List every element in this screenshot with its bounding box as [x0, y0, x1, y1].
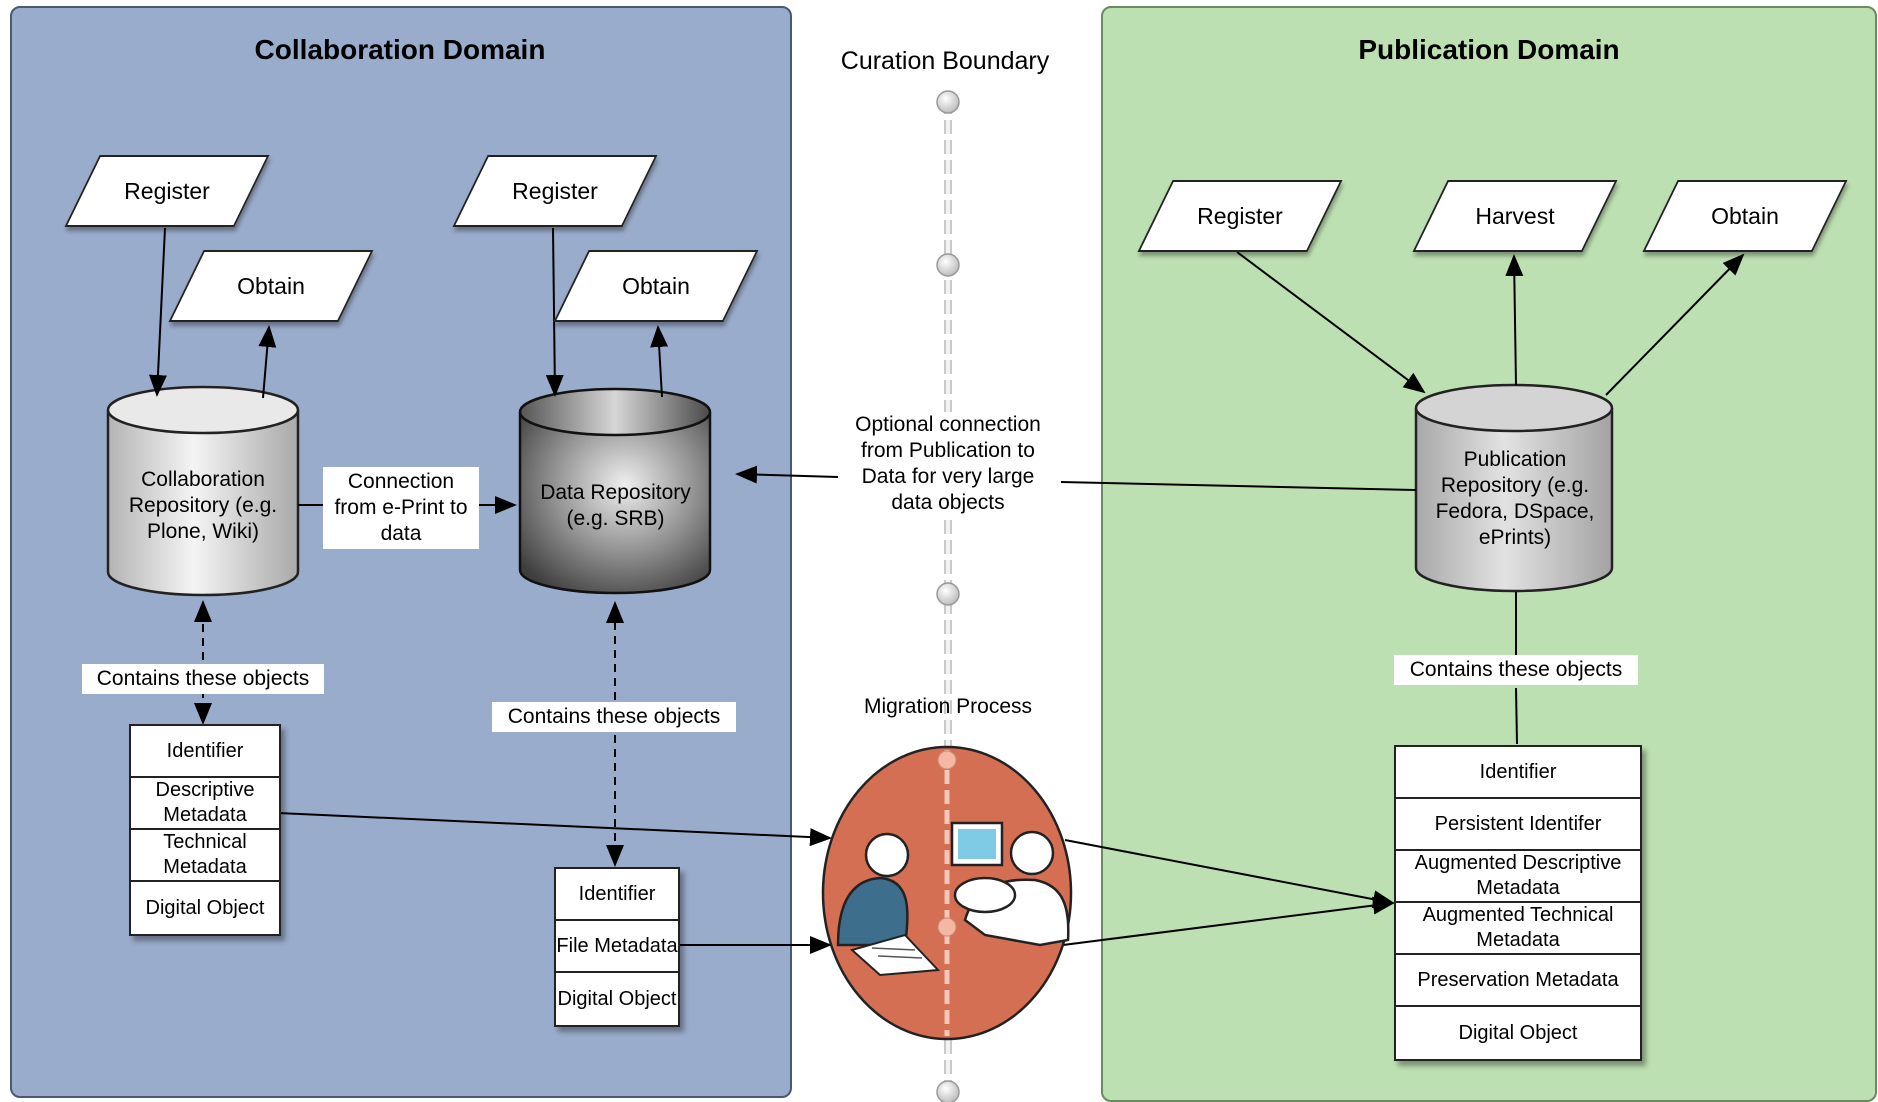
stack-cell-augmented-descriptive-metadata: Augmented Descriptive Metadata	[1396, 851, 1640, 903]
pub-obtain-button[interactable]: Obtain	[1642, 180, 1848, 252]
stack-cell-augmented-technical-metadata: Augmented Technical Metadata	[1396, 903, 1640, 955]
pub-harvest-button[interactable]: Harvest	[1412, 180, 1618, 252]
collaboration-repository-cylinder[interactable]	[106, 385, 300, 597]
descriptive-to-migration-arrow	[277, 812, 832, 847]
collab-obtain-button[interactable]: Obtain	[168, 250, 374, 322]
data-contains-label: Contains these objects	[492, 702, 736, 732]
optional-connection-line	[1060, 481, 1417, 491]
data-repository-label: Data Repository (e.g. SRB)	[540, 481, 691, 530]
collab-register-arrow	[148, 227, 167, 397]
data-object-stack: Identifier File Metadata Digital Object	[554, 867, 680, 1027]
data-repository-cylinder[interactable]	[518, 387, 712, 595]
person-left-icon	[864, 832, 910, 878]
stack-cell-digital-object: Digital Object	[145, 896, 265, 919]
migration-process-illustration	[821, 745, 1073, 1041]
migration-process-label: Migration Process	[863, 695, 1033, 718]
stack-cell-preservation-metadata: Preservation Metadata	[1396, 955, 1640, 1007]
stack-cell-technical-metadata: Technical Metadata	[131, 830, 279, 882]
stack-cell-persistent-identifier: Persistent Identifer	[1396, 799, 1640, 851]
pub-contains-label: Contains these objects	[1394, 655, 1638, 685]
collaboration-domain-title: Collaboration Domain	[254, 34, 546, 65]
publication-domain-title: Publication Domain	[1358, 34, 1620, 65]
collab-object-stack: Identifier Descriptive Metadata Technica…	[129, 724, 281, 936]
data-obtain-arrow	[650, 325, 669, 398]
pub-object-stack: Identifier Persistent Identifer Augmente…	[1394, 745, 1642, 1061]
pub-harvest-arrow	[1505, 254, 1524, 386]
publication-repository-label: Publication Repository (e.g. Fedora, DSp…	[1435, 448, 1595, 549]
stack-cell-identifier: Identifier	[1396, 747, 1640, 799]
stack-cell-file-metadata: File Metadata	[556, 921, 678, 973]
migration-to-pub-arrow-1	[1064, 839, 1395, 909]
person-right-icon	[1009, 830, 1055, 876]
pub-contains-line-bottom	[1515, 687, 1518, 745]
connection-label: Connection from e-Print to data	[323, 467, 479, 549]
collab-obtain-arrow	[258, 325, 277, 399]
collab-contains-label: Contains these objects	[82, 664, 324, 694]
pub-register-arrow	[1236, 251, 1426, 394]
migration-to-pub-arrow-2	[1062, 896, 1395, 946]
stack-cell-digital-object: Digital Object	[1458, 1021, 1578, 1044]
optional-connection-arrow	[735, 465, 839, 484]
stack-cell-identifier: Identifier	[556, 869, 678, 921]
data-obtain-button[interactable]: Obtain	[553, 250, 759, 322]
pub-register-button[interactable]: Register	[1137, 180, 1343, 252]
publication-repository-cylinder[interactable]	[1414, 383, 1614, 593]
collaboration-repository-label: Collaboration Repository (e.g. Plone, Wi…	[128, 468, 278, 543]
stack-cell-descriptive-metadata: Descriptive Metadata	[131, 778, 279, 830]
stack-cell-digital-object: Digital Object	[557, 987, 677, 1010]
document-icon	[849, 933, 941, 977]
curation-boundary-label: Curation Boundary	[840, 47, 1050, 75]
data-register-arrow	[545, 227, 564, 397]
collab-register-button[interactable]: Register	[64, 155, 270, 227]
pub-obtain-arrow	[1605, 253, 1745, 396]
optional-connection-label: Optional connection from Publication to …	[848, 412, 1048, 516]
stack-cell-identifier: Identifier	[131, 726, 279, 778]
data-register-button[interactable]: Register	[452, 155, 658, 227]
